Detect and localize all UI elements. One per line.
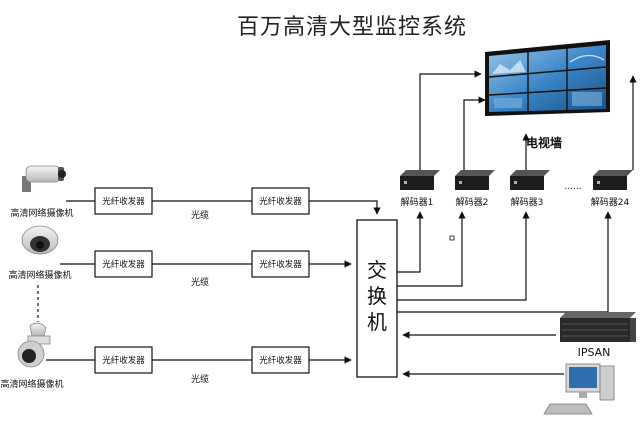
small-marker [449,235,455,241]
switch-label-char-1: 交 [367,258,387,282]
transceiver-3b [251,346,310,374]
link-switch-decoder2 [397,211,466,287]
camera-1-label: 高清网络摄像机 [10,207,73,219]
link-switch-decoder24 [397,211,612,313]
fiber-label-1: 光缆 [191,209,209,221]
transceiver-3a-label: 光纤收发器 [102,355,145,366]
transceiver-1a-label: 光纤收发器 [102,196,145,207]
camera-3-label: 高清网络摄像机 [0,378,63,390]
bullet-camera-icon [22,165,66,192]
transceiver-1b-label: 光纤收发器 [259,196,302,207]
decoder-1-icon [400,170,440,190]
transceiver-1a [94,187,153,215]
network-switch [356,219,398,378]
decoder-2-icon [455,170,495,190]
decoder-3-label: 解码器3 [511,196,544,208]
decoder-24-label: 解码器24 [591,196,630,208]
transceiver-3a [94,346,153,374]
decoder-ellipsis: ...... [564,182,581,192]
storage-label: IPSAN [578,346,611,359]
video-wall-label: 电视墙 [526,135,562,150]
switch-label-char-2: 换 [367,284,387,308]
fiber-label-3: 光缆 [191,373,209,385]
link-switch-decoder3 [397,211,530,301]
decoder-3-icon [510,170,550,190]
computer-icon [543,363,615,415]
camera-2-label: 高清网络摄像机 [8,269,71,281]
link-decoder1-wall [419,70,482,170]
transceiver-3b-label: 光纤收发器 [259,355,302,366]
video-wall-icon [485,40,610,116]
dome-camera-icon [21,225,59,255]
switch-label-char-3: 机 [367,310,387,334]
transceiver-2a-label: 光纤收发器 [102,259,145,270]
link-switch-decoder1 [397,211,424,273]
link-tx1-switch [309,200,381,215]
storage-server-icon [560,312,636,342]
decoder-2-label: 解码器2 [456,196,489,208]
ptz-camera-icon [17,322,51,368]
transceiver-2b-label: 光纤收发器 [259,259,302,270]
decoder-24-icon [593,170,633,190]
diagram-title: 百万高清大型监控系统 [237,15,467,40]
decoder-1-label: 解码器1 [401,196,434,208]
link-decoder2-wall [463,96,486,170]
fiber-label-2: 光缆 [191,276,209,288]
